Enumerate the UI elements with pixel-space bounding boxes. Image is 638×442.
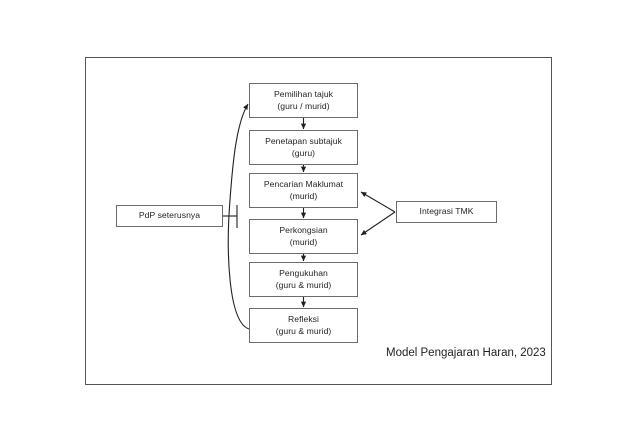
node-label-line2: (guru) bbox=[291, 147, 316, 158]
node-penetapan-subtajuk: Penetapan subtajuk (guru) bbox=[249, 130, 358, 165]
node-refleksi: Refleksi (guru & murid) bbox=[249, 308, 358, 343]
node-label-line1: Refleksi bbox=[288, 314, 319, 324]
node-label-line2: (guru & murid) bbox=[275, 279, 332, 290]
node-label-line2: (guru / murid) bbox=[277, 100, 330, 111]
node-label: Integrasi TMK bbox=[419, 206, 474, 217]
node-pencarian-maklumat: Pencarian Maklumat (murid) bbox=[249, 173, 358, 208]
node-label-line2: (guru & murid) bbox=[275, 325, 332, 336]
node-pemilihan-tajuk: Pemilihan tajuk (guru / murid) bbox=[249, 83, 358, 118]
node-label-line1: Pengukuhan bbox=[279, 268, 328, 278]
node-pengukuhan: Pengukuhan (guru & murid) bbox=[249, 262, 358, 297]
node-label-line1: Perkongsian bbox=[279, 225, 328, 235]
node-label: PdP seterusnya bbox=[138, 210, 201, 221]
node-label-line1: Pemilihan tajuk bbox=[273, 89, 334, 99]
node-pdp-seterusnya: PdP seterusnya bbox=[116, 205, 223, 227]
node-integrasi-tmk: Integrasi TMK bbox=[396, 201, 497, 223]
node-label-line2: (murid) bbox=[289, 236, 318, 247]
node-perkongsian: Perkongsian (murid) bbox=[249, 219, 358, 254]
node-label-line1: Pencarian Maklumat bbox=[263, 179, 344, 189]
node-label-line2: (murid) bbox=[289, 190, 318, 201]
node-label-line1: Penetapan subtajuk bbox=[265, 136, 342, 146]
diagram-caption: Model Pengajaran Haran, 2023 bbox=[386, 347, 546, 359]
